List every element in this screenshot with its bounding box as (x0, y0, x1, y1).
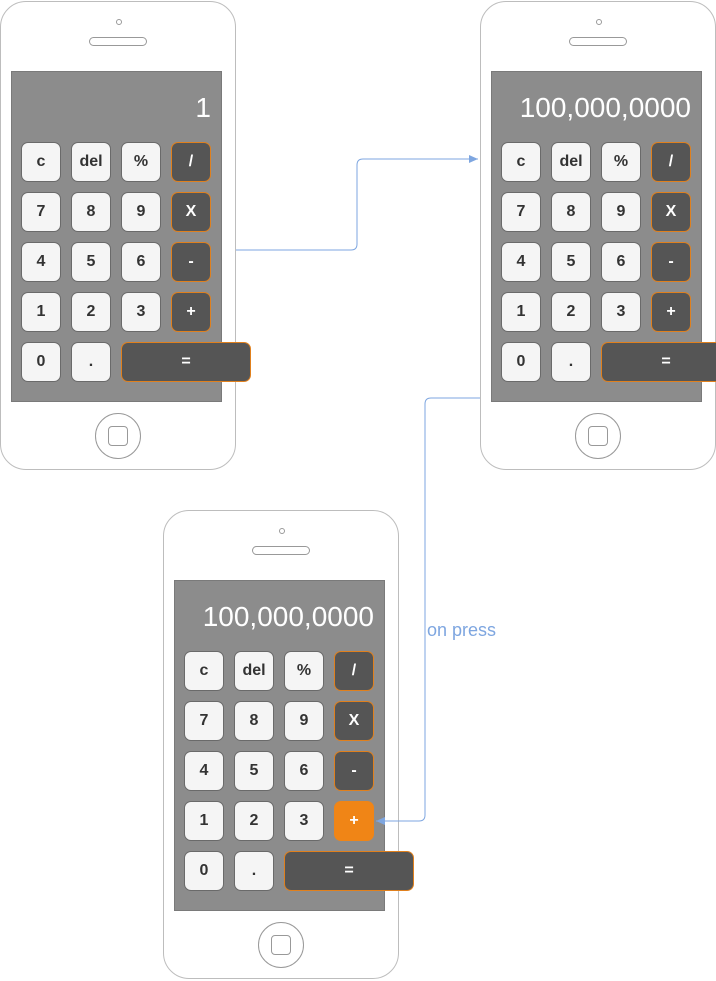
connector-entered-to-plus (376, 397, 480, 825)
key-equals-button[interactable]: = (121, 342, 251, 382)
key-1-button[interactable]: 1 (501, 292, 541, 332)
home-square-icon (108, 426, 128, 446)
key-7-button[interactable]: 7 (21, 192, 61, 232)
key-9-button[interactable]: 9 (601, 192, 641, 232)
calculator-display: 1 (195, 92, 211, 123)
key-8-button[interactable]: 8 (234, 701, 274, 741)
camera-icon (596, 19, 602, 25)
key-divide-button[interactable]: / (334, 651, 374, 691)
key-decimal-button[interactable]: . (551, 342, 591, 382)
key-decimal-button[interactable]: . (71, 342, 111, 382)
speaker-icon (252, 546, 310, 555)
key-6-button[interactable]: 6 (284, 751, 324, 791)
key-equals-button[interactable]: = (284, 851, 414, 891)
calculator-display: 100,000,0000 (202, 601, 374, 632)
camera-icon (116, 19, 122, 25)
speaker-icon (569, 37, 627, 46)
key-decimal-button[interactable]: . (234, 851, 274, 891)
speaker-icon (89, 37, 147, 46)
key-divide-button[interactable]: / (651, 142, 691, 182)
key-0-button[interactable]: 0 (21, 342, 61, 382)
key-percent-button[interactable]: % (601, 142, 641, 182)
key-percent-button[interactable]: % (284, 651, 324, 691)
key-5-button[interactable]: 5 (551, 242, 591, 282)
key-plus-button[interactable]: + (334, 801, 374, 841)
calculator-display: 100,000,0000 (519, 92, 691, 123)
home-button[interactable] (95, 413, 141, 459)
key-equals-button[interactable]: = (601, 342, 716, 382)
connector-initial-to-entered (236, 155, 478, 251)
key-5-button[interactable]: 5 (234, 751, 274, 791)
key-9-button[interactable]: 9 (121, 192, 161, 232)
key-1-button[interactable]: 1 (184, 801, 224, 841)
key-9-button[interactable]: 9 (284, 701, 324, 741)
key-5-button[interactable]: 5 (71, 242, 111, 282)
home-square-icon (588, 426, 608, 446)
key-multiply-button[interactable]: X (651, 192, 691, 232)
key-4-button[interactable]: 4 (21, 242, 61, 282)
key-delete-button[interactable]: del (234, 651, 274, 691)
key-8-button[interactable]: 8 (71, 192, 111, 232)
key-0-button[interactable]: 0 (501, 342, 541, 382)
key-7-button[interactable]: 7 (501, 192, 541, 232)
key-clear-button[interactable]: c (21, 142, 61, 182)
key-4-button[interactable]: 4 (184, 751, 224, 791)
key-percent-button[interactable]: % (121, 142, 161, 182)
key-3-button[interactable]: 3 (601, 292, 641, 332)
key-7-button[interactable]: 7 (184, 701, 224, 741)
home-button[interactable] (258, 922, 304, 968)
key-3-button[interactable]: 3 (284, 801, 324, 841)
key-0-button[interactable]: 0 (184, 851, 224, 891)
key-minus-button[interactable]: - (171, 242, 211, 282)
key-clear-button[interactable]: c (501, 142, 541, 182)
key-divide-button[interactable]: / (171, 142, 211, 182)
key-2-button[interactable]: 2 (551, 292, 591, 332)
key-8-button[interactable]: 8 (551, 192, 591, 232)
key-2-button[interactable]: 2 (234, 801, 274, 841)
key-plus-button[interactable]: + (651, 292, 691, 332)
key-6-button[interactable]: 6 (121, 242, 161, 282)
key-2-button[interactable]: 2 (71, 292, 111, 332)
key-4-button[interactable]: 4 (501, 242, 541, 282)
camera-icon (279, 528, 285, 534)
home-button[interactable] (575, 413, 621, 459)
home-square-icon (271, 935, 291, 955)
key-minus-button[interactable]: - (334, 751, 374, 791)
key-clear-button[interactable]: c (184, 651, 224, 691)
key-plus-button[interactable]: + (171, 292, 211, 332)
key-3-button[interactable]: 3 (121, 292, 161, 332)
key-delete-button[interactable]: del (71, 142, 111, 182)
key-6-button[interactable]: 6 (601, 242, 641, 282)
key-1-button[interactable]: 1 (21, 292, 61, 332)
key-minus-button[interactable]: - (651, 242, 691, 282)
key-multiply-button[interactable]: X (334, 701, 374, 741)
key-multiply-button[interactable]: X (171, 192, 211, 232)
edge-label-on-press: on press (427, 620, 497, 640)
key-delete-button[interactable]: del (551, 142, 591, 182)
